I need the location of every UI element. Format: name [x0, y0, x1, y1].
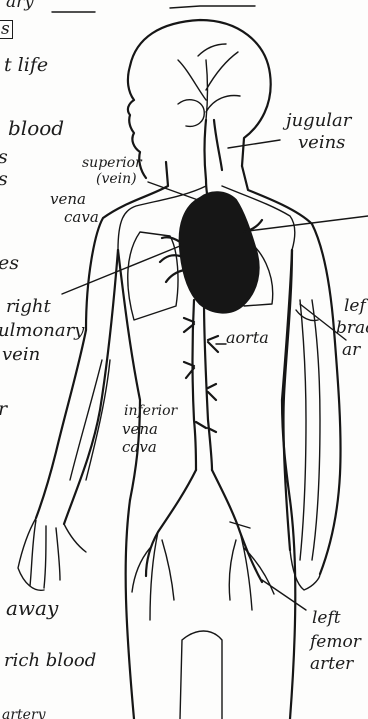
label-superior-line2: (vein)	[96, 172, 137, 186]
left-arm-outer	[36, 330, 86, 518]
label-left-brachial-line1: lef	[344, 298, 366, 315]
ear	[178, 100, 204, 127]
right-leg	[290, 500, 295, 719]
label-aorta: aorta	[226, 330, 269, 346]
label-left-brachial-line2: brac	[336, 320, 368, 337]
pointer-right-pulmonary-vein	[62, 246, 180, 294]
head-outline	[128, 20, 271, 178]
torso-left	[118, 250, 140, 500]
label-jugular-line2: veins	[298, 134, 345, 152]
right-arm-veins	[296, 300, 320, 560]
fragment-s2: s	[0, 170, 8, 189]
jugular-vein-right	[214, 120, 222, 170]
pointer-jugular	[228, 140, 280, 148]
neck-shoulder-left	[86, 162, 168, 330]
fragment-blood: blood	[8, 118, 64, 138]
label-inferior-line3: cava	[122, 440, 157, 455]
label-inferior-line2: vena	[122, 422, 158, 437]
label-left-femoral-line2: femor	[310, 634, 361, 651]
fragment-es: es	[0, 254, 19, 273]
left-hand	[18, 518, 86, 590]
fragment-top: ary	[6, 0, 34, 11]
label-right-pulmonary-line3: vein	[2, 346, 40, 364]
label-right-pulmonary-line2: ulmonary	[0, 322, 84, 340]
aorta-branches	[184, 318, 218, 432]
fragment-r: r	[0, 400, 7, 419]
fragment-life: t life	[4, 56, 48, 75]
label-inferior-line1: inferior	[124, 404, 177, 418]
label-left-femoral-line3: arter	[310, 656, 353, 673]
heart	[180, 192, 259, 312]
crotch	[180, 631, 222, 719]
label-vena-line2: cava	[64, 210, 99, 225]
femoral-vessels-right	[229, 522, 274, 610]
left-leg	[126, 500, 134, 719]
label-jugular-line1: jugular	[286, 112, 351, 130]
iliac-right	[212, 470, 262, 582]
fragment-away: away	[6, 598, 58, 618]
label-superior-line1: superior	[82, 156, 142, 170]
fragment-bottom: artery	[2, 708, 46, 719]
femoral-vessels-left	[132, 532, 174, 620]
top-dash	[170, 6, 255, 8]
aorta	[204, 300, 212, 470]
right-arm-outer	[320, 330, 341, 574]
fragment-rich-blood: rich blood	[4, 652, 96, 670]
label-vena-line1: vena	[50, 192, 86, 207]
fragment-boxed: s	[0, 20, 13, 39]
fragment-s1: s	[0, 148, 8, 167]
label-right-pulmonary-line1: right	[6, 298, 51, 316]
head-veins	[178, 44, 240, 120]
label-left-brachial-line3: ar	[342, 342, 360, 359]
label-left-femoral-line1: left	[312, 610, 341, 627]
